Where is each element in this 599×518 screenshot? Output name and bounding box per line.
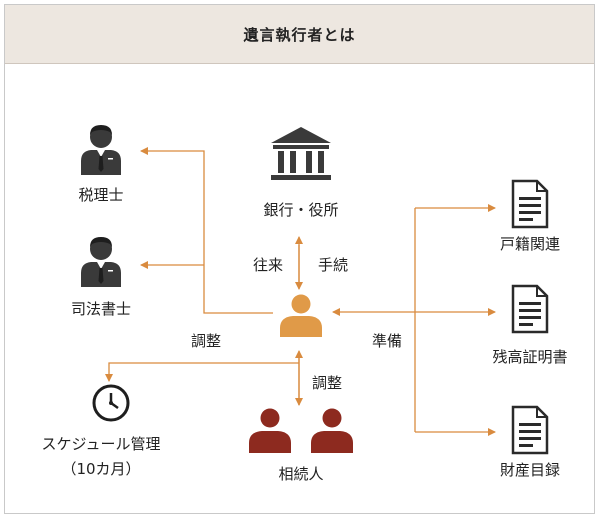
node-schedule-line1: スケジュール管理 <box>42 435 161 453</box>
clock-icon <box>92 384 130 422</box>
edge-to-tax-accountant <box>140 147 273 314</box>
diagram-title: 遺言執行者とは <box>243 25 356 44</box>
header: 遺言執行者とは <box>5 5 594 64</box>
edge-label-adjust-left: 調整 <box>191 332 221 350</box>
document-icon <box>511 405 549 455</box>
businessman-icon <box>81 125 121 175</box>
businessman-icon <box>81 237 121 287</box>
node-judicial-scrivener: 司法書士 <box>71 300 131 318</box>
node-tax-accountant: 税理士 <box>78 186 123 204</box>
node-heirs: 相続人 <box>278 465 323 483</box>
node-property-inventory: 財産目録 <box>500 461 560 479</box>
node-balance-certificate: 残高証明書 <box>492 348 567 366</box>
edge-label-visit: 往来 <box>253 256 283 274</box>
node-schedule-line2: （10カ月） <box>61 460 140 478</box>
diagram-canvas: 税理士 司法書士 銀行・役所 往来 手続 調整 <box>42 125 568 483</box>
document-icon <box>511 284 549 334</box>
heirs-people-icon <box>249 408 353 453</box>
bank-building-icon <box>271 127 331 180</box>
edge-label-procedure: 手続 <box>318 256 348 274</box>
edge-label-prepare: 準備 <box>372 332 402 350</box>
diagram-frame: 遺言執行者とは <box>4 4 595 514</box>
connectors <box>105 147 496 436</box>
edge-label-adjust-bottom: 調整 <box>312 374 342 392</box>
executor-person-icon <box>280 294 322 337</box>
edge-to-schedule <box>105 362 299 382</box>
document-icon <box>511 179 549 229</box>
node-bank-office: 銀行・役所 <box>263 201 338 219</box>
node-family-register: 戸籍関連 <box>500 235 560 253</box>
